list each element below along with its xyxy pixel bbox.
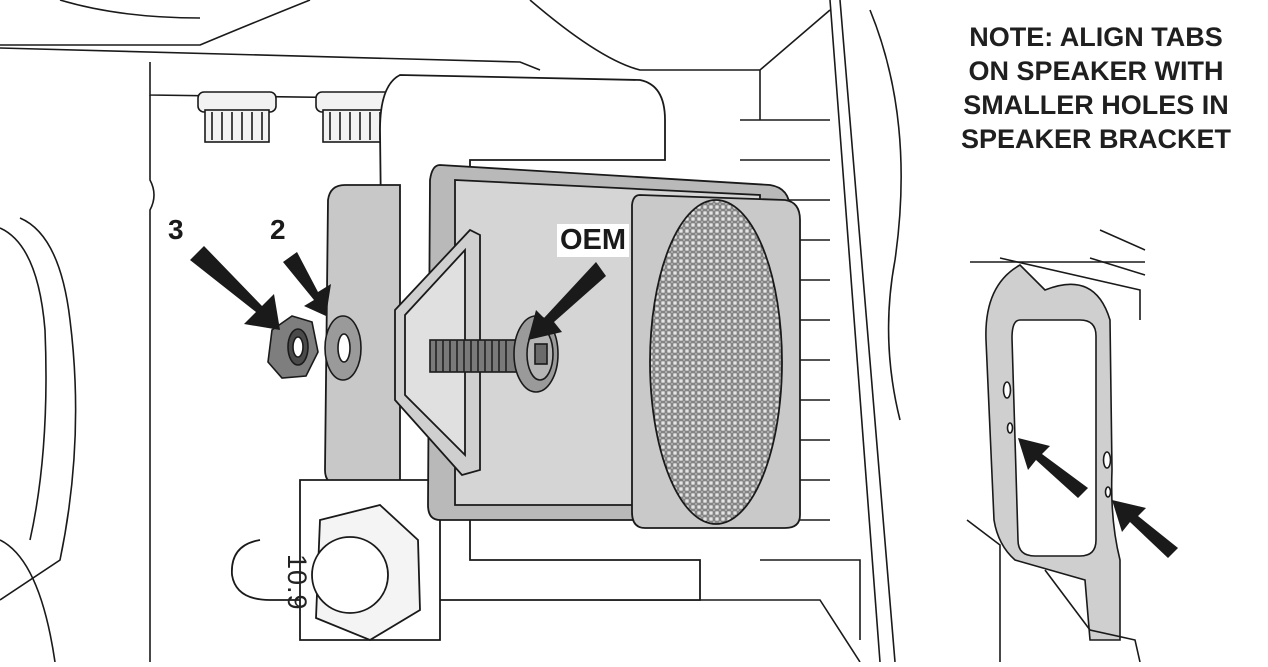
inset-detail (966, 229, 1178, 663)
hex-nut (267, 315, 319, 379)
speaker-housing (394, 164, 801, 529)
arrow-nut (190, 246, 280, 330)
arrow-oem (528, 262, 606, 340)
note-line-3: SMALLER HOLES IN (963, 90, 1229, 120)
note-line-2: ON SPEAKER WITH (968, 56, 1224, 86)
arrow-inset-right (1112, 500, 1178, 558)
washer (324, 315, 362, 381)
callout-label-oem: OEM (557, 224, 630, 257)
note-line-1: NOTE: ALIGN TABS (969, 22, 1223, 52)
oem-bolt (429, 315, 559, 393)
callout-label-washer: 2 (270, 214, 286, 245)
lower-bracket (231, 479, 441, 642)
arrow-inset-left (1018, 438, 1088, 498)
bolt-grade-marking: 10.9 (282, 554, 312, 611)
arrow-washer (283, 252, 331, 316)
note-line-4: SPEAKER BRACKET (960, 124, 1232, 154)
installation-note: NOTE: ALIGN TABS ON SPEAKER WITH SMALLER… (928, 20, 1264, 156)
callout-arrows (190, 246, 606, 340)
top-studs (197, 91, 395, 143)
callout-label-nut: 3 (168, 214, 184, 245)
